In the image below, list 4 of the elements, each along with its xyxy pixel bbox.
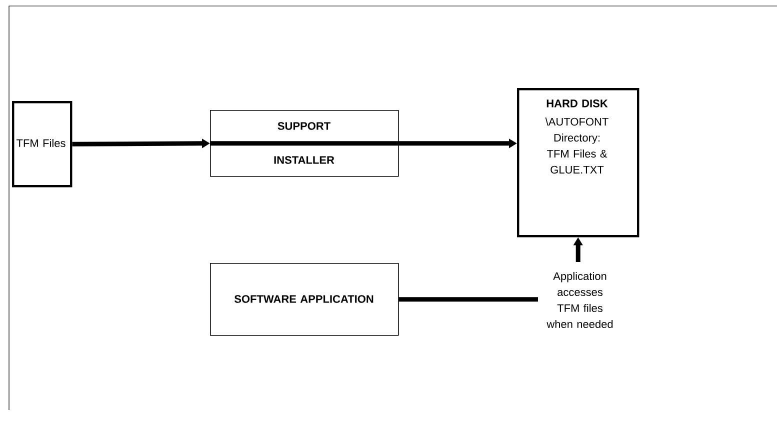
installer-box: SUPPORT INSTALLER	[210, 110, 399, 177]
file-box: TFM Files	[12, 101, 72, 188]
application-box: SOFTWARE APPLICATION	[210, 263, 399, 336]
note-text: Application accesses TFM files when needed	[546, 272, 613, 328]
